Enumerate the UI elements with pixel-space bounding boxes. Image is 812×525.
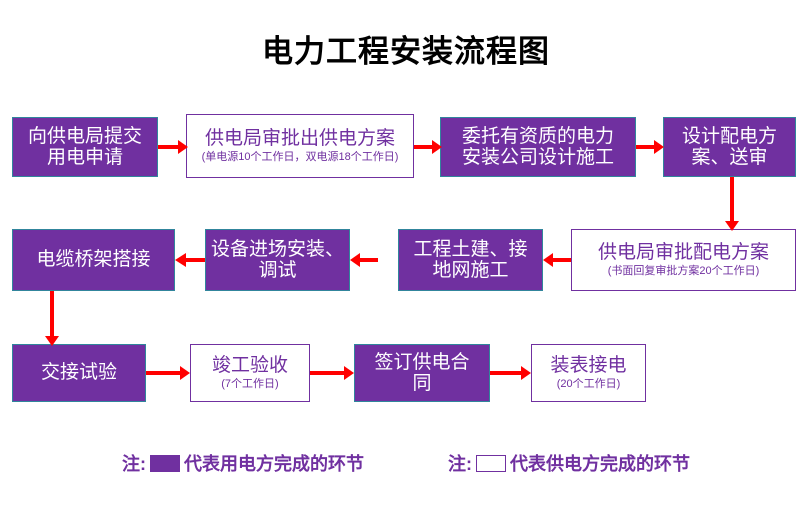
arrow-n7-to-n8 <box>175 251 205 269</box>
legend-swatch-outline <box>476 454 506 472</box>
node-cable-tray-assembly[interactable]: 电缆桥架搭接 <box>12 229 175 291</box>
arrow-n4-to-n5 <box>722 177 742 231</box>
node-civil-works-grounding[interactable]: 工程土建、接 地网施工 <box>398 229 543 291</box>
arrow-n11-to-n12 <box>490 364 531 382</box>
node-meter-install-connect[interactable]: 装表接电 (20个工作日) <box>531 344 646 402</box>
arrow-n5-to-n6 <box>543 251 571 269</box>
node-handover-test[interactable]: 交接试验 <box>12 344 146 402</box>
node-label: 供电局审批出供电方案 <box>204 128 395 150</box>
node-label: 委托有资质的电力 安装公司设计施工 <box>461 125 614 168</box>
arrow-n1-to-n2 <box>158 138 188 156</box>
node-label: 签订供电合 同 <box>374 351 470 394</box>
arrow-n8-to-n9 <box>42 291 62 346</box>
legend-swatch-filled <box>150 454 180 472</box>
node-label: 电缆桥架搭接 <box>36 249 151 271</box>
node-label: 设备进场安装、 调试 <box>210 238 344 281</box>
node-label: 设计配电方 案、送审 <box>681 125 777 168</box>
node-sublabel: (单电源10个工作日，双电源18个工作日) <box>201 151 399 164</box>
legend-label: 代表用电方完成的环节 <box>184 454 364 474</box>
node-completion-acceptance[interactable]: 竣工验收 (7个工作日) <box>190 344 310 402</box>
legend-prefix: 注: <box>122 454 146 474</box>
node-label: 工程土建、接 地网施工 <box>413 238 528 281</box>
node-label: 供电局审批配电方案 <box>597 242 769 264</box>
node-label: 竣工验收 <box>211 355 288 377</box>
node-design-distribution-plan[interactable]: 设计配电方 案、送审 <box>663 117 796 177</box>
node-label: 交接试验 <box>40 362 117 384</box>
node-sublabel: (20个工作日) <box>556 378 621 391</box>
arrow-n2-to-n3 <box>414 138 442 156</box>
node-submit-application[interactable]: 向供电局提交 用电申请 <box>12 117 158 177</box>
node-equipment-install-commission[interactable]: 设备进场安装、 调试 <box>205 229 350 291</box>
node-entrust-qualified-company[interactable]: 委托有资质的电力 安装公司设计施工 <box>440 117 636 177</box>
legend-item-utility: 注: 代表供电方完成的环节 <box>448 450 690 476</box>
legend-item-customer: 注: 代表用电方完成的环节 <box>122 450 364 476</box>
arrow-n3-to-n4 <box>636 138 664 156</box>
legend-label: 代表供电方完成的环节 <box>510 454 690 474</box>
legend-prefix: 注: <box>448 454 472 474</box>
node-sublabel: (7个工作日) <box>221 378 279 391</box>
page-title: 电力工程安装流程图 <box>262 34 550 69</box>
node-approve-distribution-plan[interactable]: 供电局审批配电方案 (书面回复审批方案20个工作日) <box>571 229 796 291</box>
node-sign-supply-contract[interactable]: 签订供电合 同 <box>354 344 490 402</box>
node-label: 向供电局提交 用电申请 <box>27 125 142 168</box>
node-label: 装表接电 <box>550 355 627 377</box>
arrow-n10-to-n11 <box>310 364 354 382</box>
arrow-n9-to-n10 <box>146 364 190 382</box>
node-power-bureau-approve-plan[interactable]: 供电局审批出供电方案 (单电源10个工作日，双电源18个工作日) <box>186 114 414 178</box>
arrow-n6-to-n7 <box>350 251 378 269</box>
node-sublabel: (书面回复审批方案20个工作日) <box>607 265 760 278</box>
